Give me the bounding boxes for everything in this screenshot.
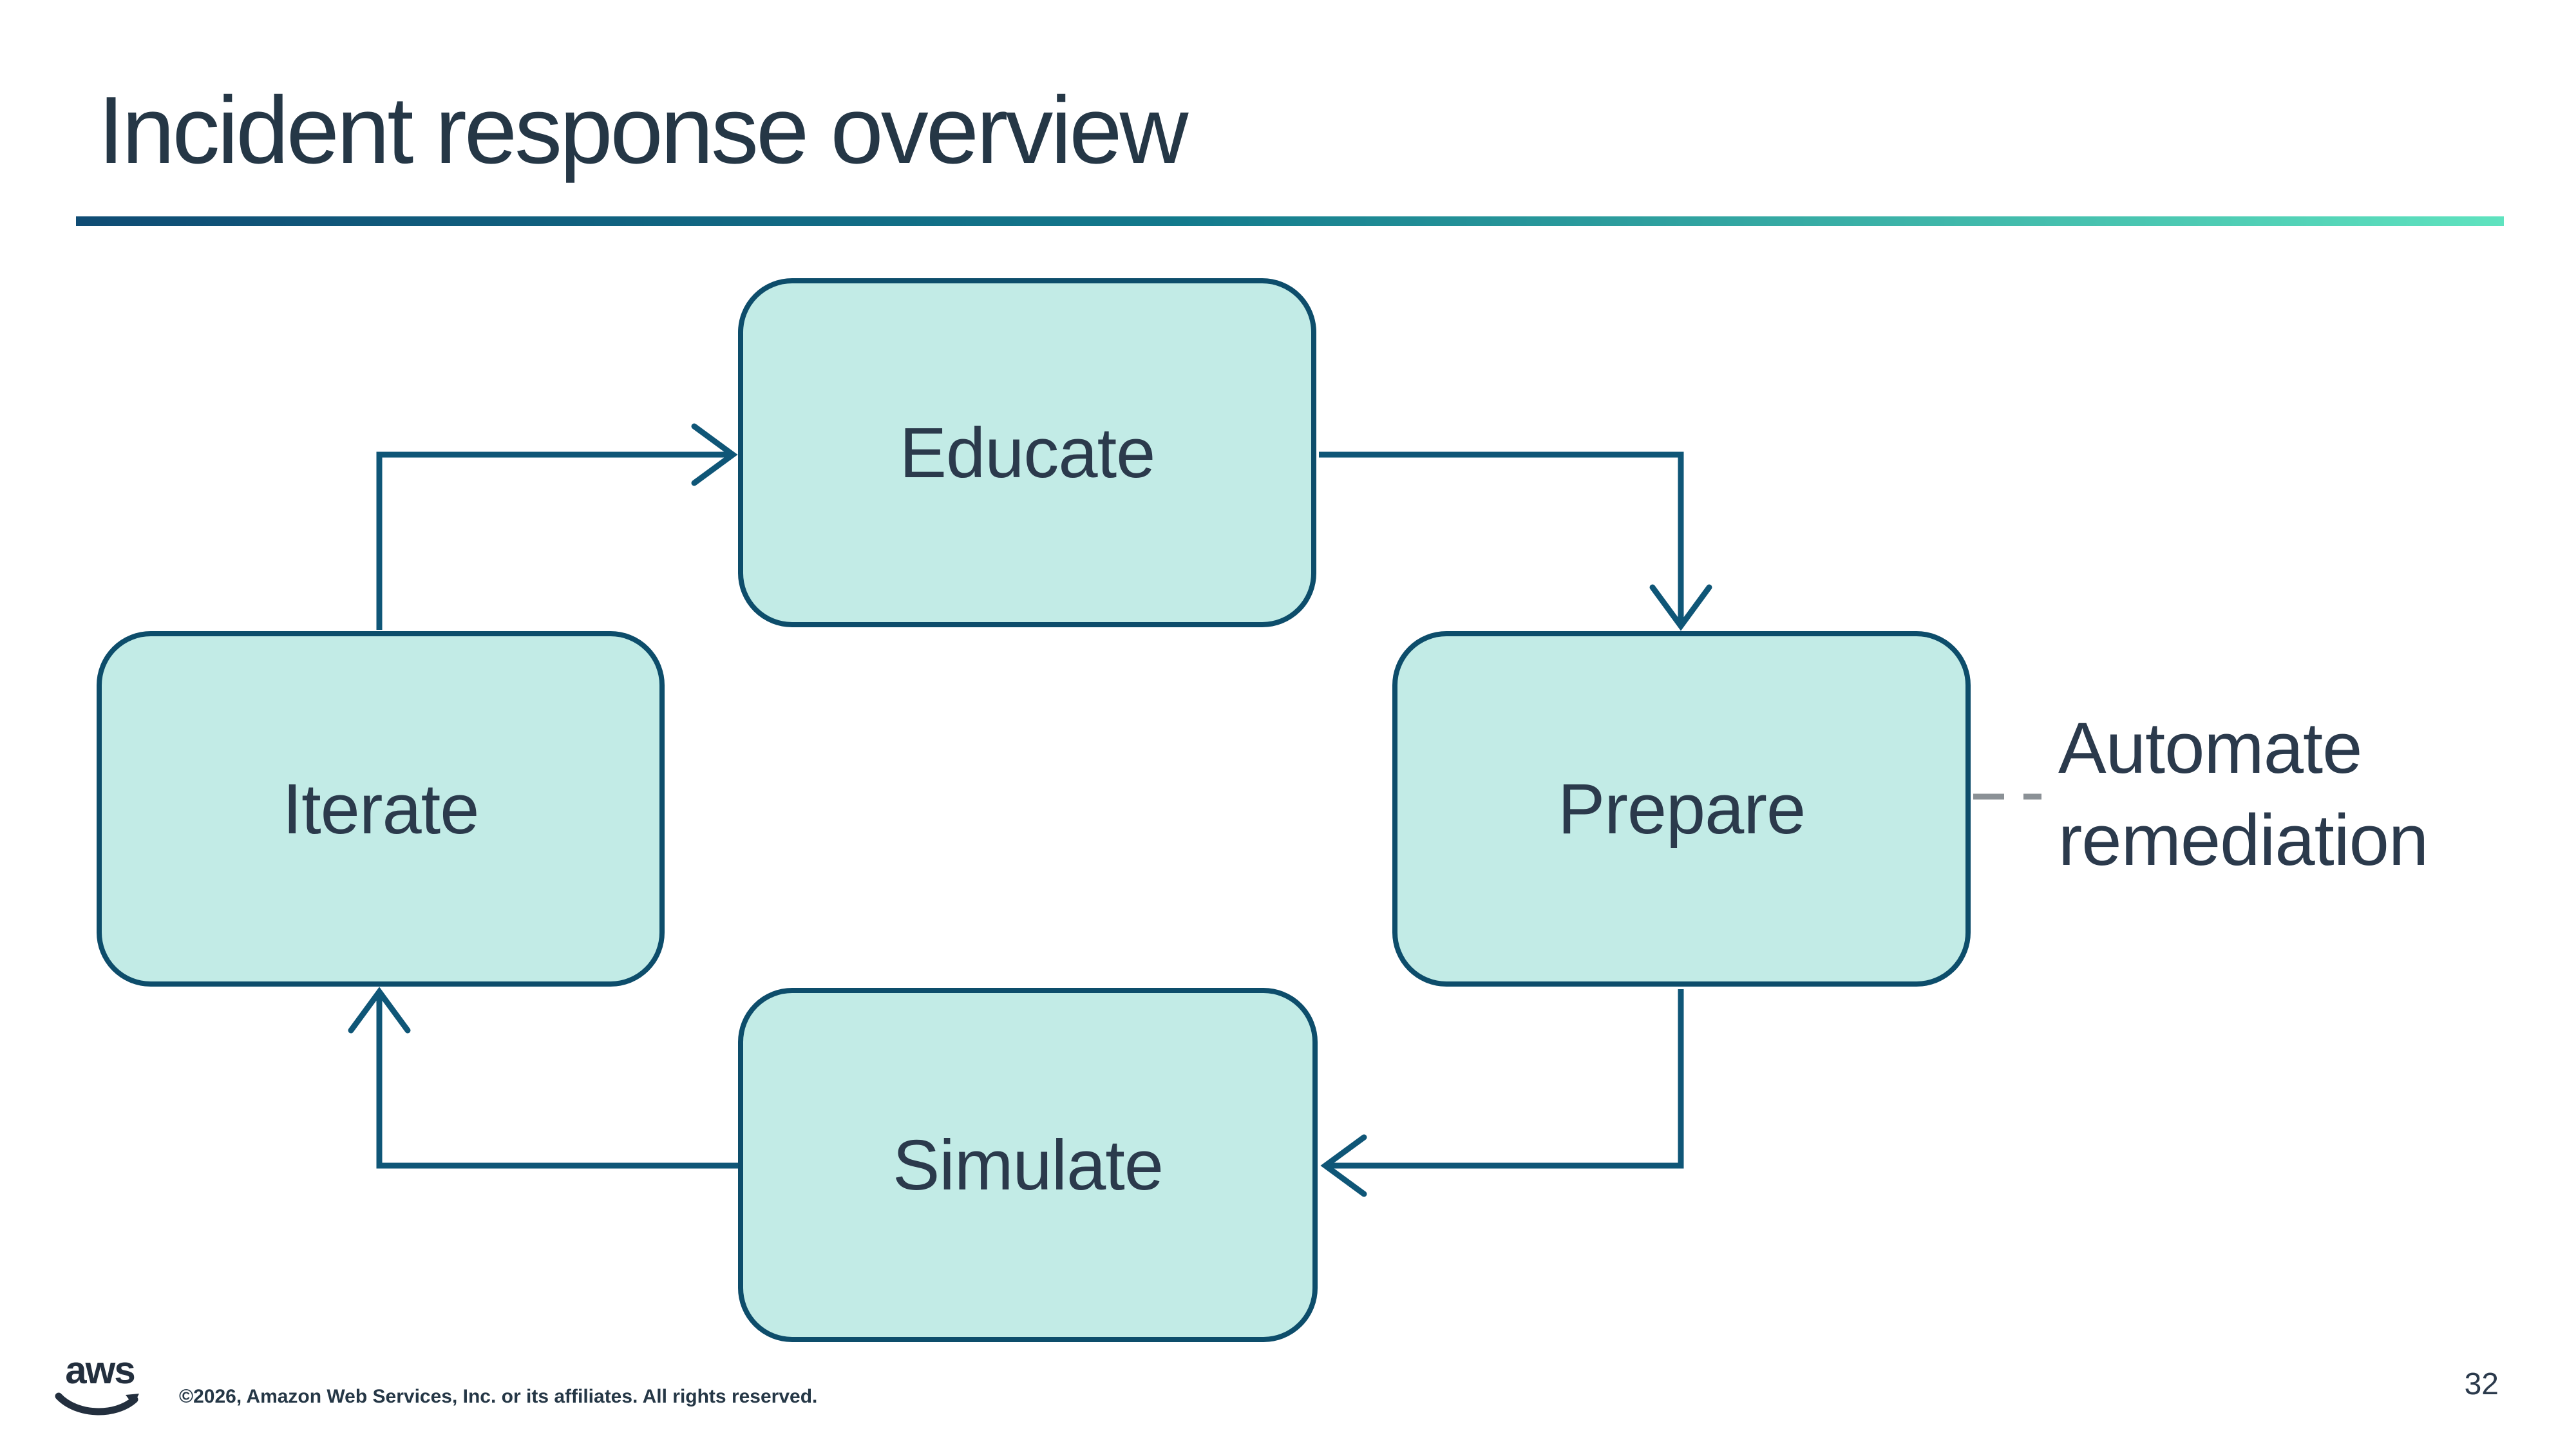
aws-logo-text: aws	[65, 1349, 135, 1392]
arrow-simulate-to-iterate	[348, 987, 738, 1169]
node-prepare: Prepare	[1392, 631, 1971, 987]
node-prepare-label: Prepare	[1557, 769, 1806, 849]
node-simulate-label: Simulate	[893, 1125, 1164, 1205]
aws-logo: aws	[52, 1351, 148, 1418]
title-underline-gradient	[76, 216, 2504, 226]
arrow-prepare-to-simulate	[1320, 989, 1684, 1197]
node-educate-label: Educate	[899, 413, 1156, 493]
node-iterate: Iterate	[97, 631, 665, 987]
arrow-educate-to-prepare	[1319, 451, 1712, 631]
copyright-text: ©2026, Amazon Web Services, Inc. or its …	[179, 1386, 818, 1407]
arrow-iterate-to-educate	[376, 423, 738, 630]
node-educate: Educate	[738, 278, 1316, 627]
page-title: Incident response overview	[98, 77, 1188, 184]
aws-smile-icon	[55, 1392, 139, 1416]
node-simulate: Simulate	[738, 988, 1318, 1342]
page-number: 32	[2464, 1367, 2499, 1401]
node-iterate-label: Iterate	[282, 769, 480, 849]
annotation-automate-remediation: Automate remediation	[2058, 708, 2429, 881]
